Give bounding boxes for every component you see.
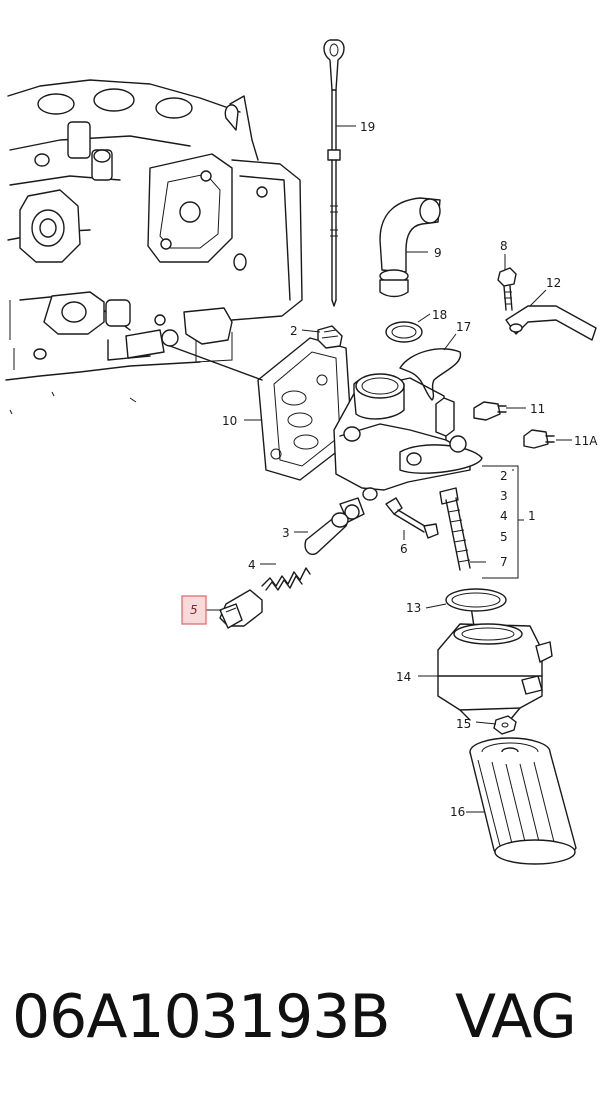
callout-1: 1 [528,509,536,523]
exploded-parts-diagram: 19 9 8 12 18 17 2 10 11 11A 2 3 4 5 7 1 … [5,39,598,865]
brand-text: VAG [455,982,577,1052]
callout-13: 13 [406,601,421,615]
callout-4: 4 [248,558,256,572]
highlight-box [181,595,207,625]
seals-drawing [385,321,462,401]
gasket-drawing [169,337,353,481]
bolt-and-line-drawing [497,267,597,341]
part-number-text: 06A103193B [12,982,391,1052]
callout-7: 7 [500,555,508,569]
nut-drawing [493,715,517,735]
stud-drawing [439,487,477,641]
callout-5-group: 5 [500,530,508,544]
callout-11: 11 [530,402,545,416]
callout-9: 9 [434,246,442,260]
callout-6: 6 [400,542,408,556]
callout-4-group: 4 [500,509,508,523]
callout-16: 16 [450,805,465,819]
leader-lines [206,125,572,813]
sensors-drawing [473,401,555,449]
callout-labels: 19 9 8 12 18 17 2 10 11 11A 2 3 4 5 7 1 … [222,120,598,819]
callout-12: 12 [546,276,561,290]
callout-19: 19 [360,120,375,134]
callout-11a: 11A [574,434,598,448]
engine-block-drawing [5,79,303,415]
highlighted-callout-5[interactable]: 5 [181,595,207,625]
oil-cooler-drawing [437,623,553,721]
callout-2-upper: 2 [290,324,298,338]
callout-2-group: 2 [500,469,508,483]
callout-10: 10 [222,414,237,428]
callout-3-group: 3 [500,489,508,503]
callout-14: 14 [396,670,411,684]
highlight-callout-label: 5 [190,603,198,617]
oil-filter-drawing [469,737,577,865]
oil-filter-housing-drawing [333,373,483,523]
o-ring-drawing [445,588,507,612]
valve-parts-drawing [219,497,439,629]
plug-drawing [317,325,343,349]
callout-8: 8 [500,239,508,253]
dipstick-drawing [323,39,345,307]
pipe-drawing [379,197,441,298]
callout-3: 3 [282,526,290,540]
footer-caption: 06A103193B VAG [0,972,600,1062]
callout-18: 18 [432,308,447,322]
callout-15: 15 [456,717,471,731]
callout-17: 17 [456,320,471,334]
